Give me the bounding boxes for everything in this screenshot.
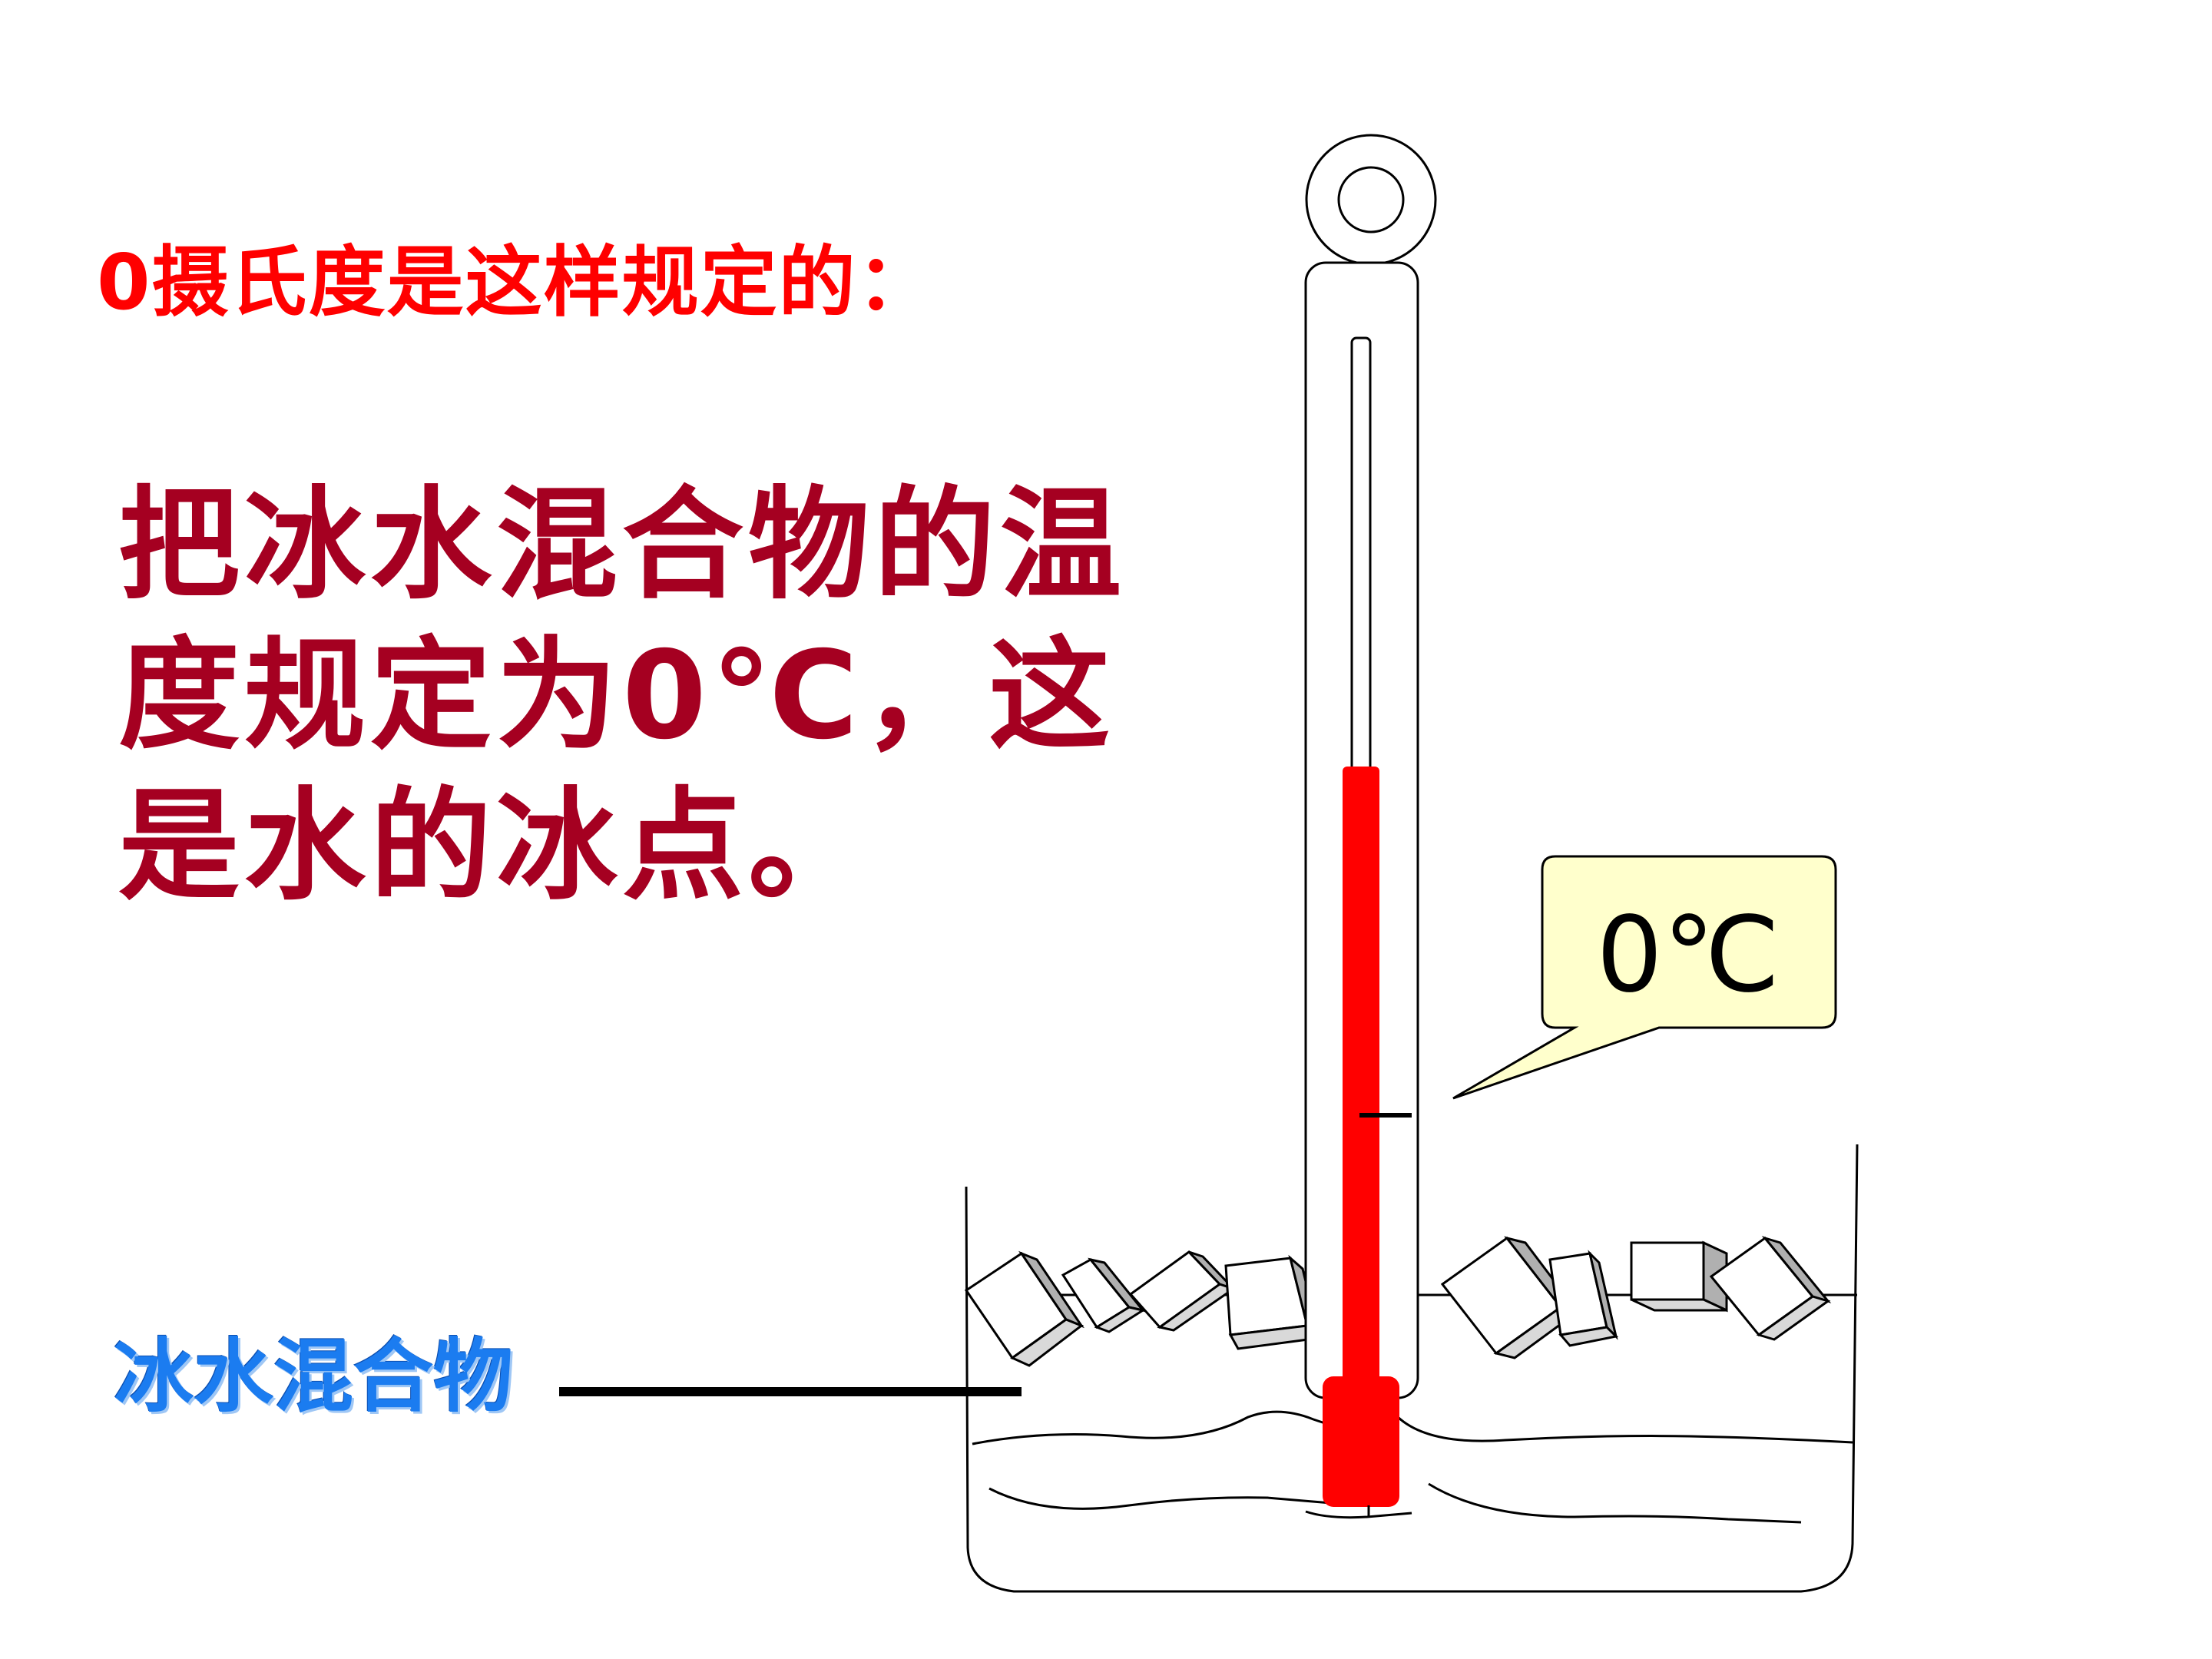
ice-cube-icon	[1709, 1236, 1832, 1341]
callout-temperature: 0℃	[1596, 895, 1780, 1016]
thermometer-bulb	[1323, 1376, 1399, 1507]
ice-cube-icon	[1630, 1240, 1728, 1313]
ice-water-mixture-label: 冰水混合物	[114, 1330, 514, 1423]
ice-cube-icon	[964, 1250, 1084, 1367]
ice-cube-icon	[1548, 1250, 1619, 1347]
definition-line: 是水的冰点。	[118, 776, 874, 917]
mercury-column	[1343, 767, 1379, 1396]
thermometer-icon	[1304, 134, 1437, 1516]
ice-cube-icon	[1128, 1250, 1237, 1332]
ice-cube-icon	[1061, 1257, 1146, 1333]
page-heading: 0摄氏度是这样规定的：	[97, 237, 935, 327]
definition-text: 把冰水混合物的温 度规定为0℃，这 是水的冰点。	[118, 470, 1132, 922]
ice-cubes	[964, 1236, 1832, 1367]
definition-line: 把冰水混合物的温	[118, 475, 1126, 616]
definition-line: 度规定为0℃，这	[118, 625, 1115, 767]
callout-bubble	[1452, 855, 1837, 1100]
